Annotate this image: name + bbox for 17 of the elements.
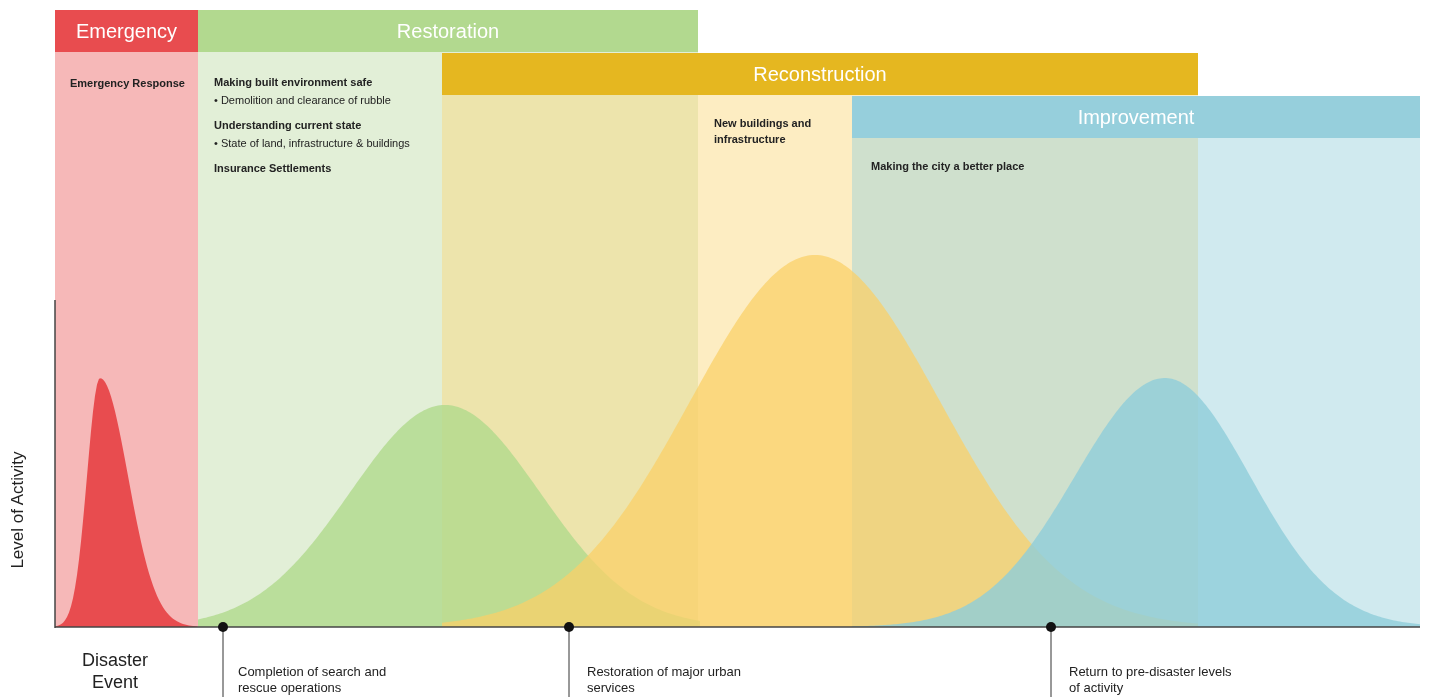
activity-heading: New buildings and infrastructure [714,116,813,147]
phase-title: Improvement [1077,105,1195,129]
axis-title: Level of Activity [8,450,28,571]
axis-origin-label: Disaster Event [81,649,149,693]
activity-heading: Insurance Settlements [214,161,332,176]
activity-heading: Emergency Response [70,76,185,91]
activity-heading: Making the city a better place [871,159,1025,174]
bullet-item: • Demolition and clearance of rubble [214,93,391,108]
phase-title: Emergency [75,19,178,43]
milestone-label: Restoration of major urban services [587,664,742,696]
phase-title: Restoration [396,19,500,43]
milestone-label: Return to pre-disaster levels of activity [1069,664,1233,696]
bullet-item: • State of land, infrastructure & buildings [214,136,410,151]
phase-title: Reconstruction [753,62,887,86]
milestone-label: Completion of search and rescue operations [238,664,388,696]
activity-heading: Understanding current state [214,118,362,133]
activity-heading: Making built environment safe [214,75,373,90]
